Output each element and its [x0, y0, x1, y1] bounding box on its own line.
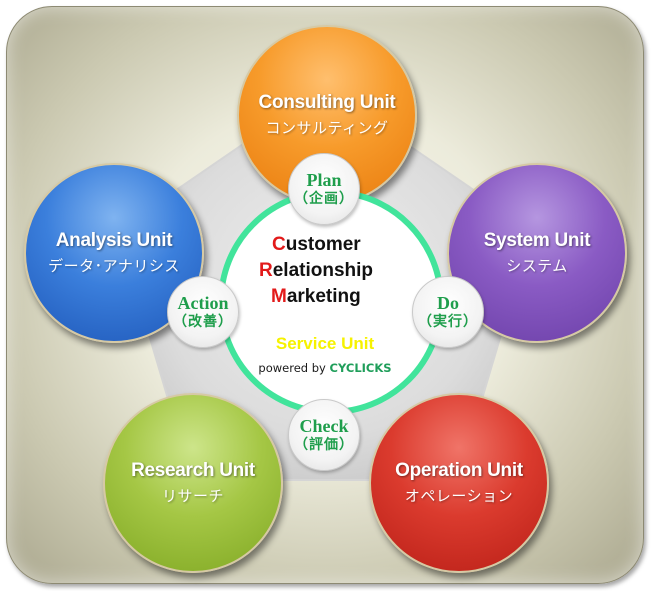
consulting-unit-name: Consulting Unit — [258, 92, 396, 113]
phase-action-jp: （改善） — [173, 313, 233, 330]
crm-initial: M — [271, 286, 287, 307]
phase-check-badge: Check （評価） — [288, 399, 360, 471]
brand-name: CYCLICKS — [329, 361, 392, 375]
phase-plan-jp: （企画） — [294, 190, 354, 207]
crm-initial: C — [272, 234, 286, 255]
phase-action-label: Action — [177, 292, 229, 313]
phase-check-jp: （評価） — [294, 436, 354, 453]
powered-by-line: powered by CYCLICKS — [218, 361, 432, 375]
operation-unit-name: Operation Unit — [395, 460, 523, 481]
crm-line-marketing: Marketing — [236, 284, 416, 310]
crm-title: Customer Relationship Marketing — [236, 232, 416, 310]
system-unit-name: System Unit — [483, 230, 591, 251]
research-unit-name: Research Unit — [131, 460, 255, 481]
service-unit-label: Service Unit — [275, 334, 375, 353]
phase-do-jp: （実行） — [418, 313, 478, 330]
crm-line-relationship: Relationship — [236, 258, 416, 284]
consulting-unit-subtitle: コンサルティング — [265, 119, 389, 137]
phase-check-label: Check — [299, 415, 349, 436]
operation-unit-subtitle: オペレーション — [404, 487, 514, 505]
research-unit-subtitle: リサーチ — [161, 487, 224, 505]
crm-word: ustomer — [285, 234, 361, 255]
crm-initial: R — [259, 260, 273, 281]
operation-unit-circle: Operation Unit オペレーション — [369, 393, 549, 573]
phase-do-label: Do — [437, 292, 459, 313]
analysis-unit-subtitle: データ･アナリシス — [48, 257, 180, 275]
system-unit-subtitle: システム — [506, 257, 568, 275]
research-unit-circle: Research Unit リサーチ — [103, 393, 283, 573]
phase-plan-label: Plan — [306, 169, 342, 190]
phase-action-badge: Action （改善） — [167, 276, 239, 348]
phase-plan-badge: Plan （企画） — [288, 153, 360, 225]
crm-word: elationship — [272, 260, 374, 281]
phase-do-badge: Do （実行） — [412, 276, 484, 348]
powered-by-text: powered by — [258, 361, 326, 375]
crm-line-customer: Customer — [236, 232, 416, 258]
crm-word: arketing — [286, 286, 361, 307]
analysis-unit-name: Analysis Unit — [55, 230, 173, 251]
